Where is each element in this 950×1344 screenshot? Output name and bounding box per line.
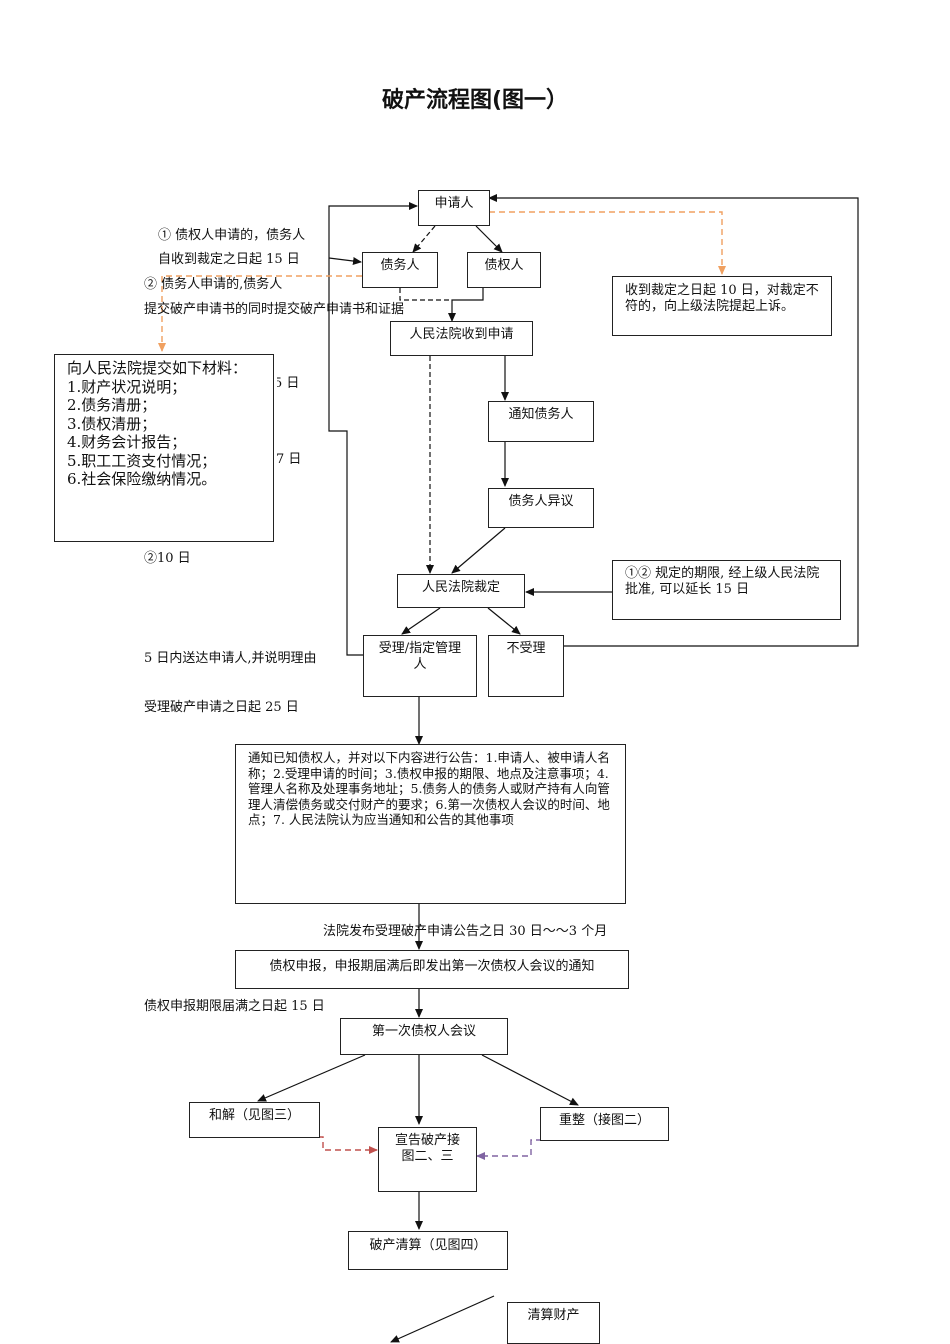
- note-thirty-days: 法院发布受理破产申请公告之日 30 日～～3 个月: [323, 924, 608, 939]
- extend-box: ①② 规定的期限, 经上级人民法院批准, 可以延长 15 日: [612, 560, 841, 620]
- materials-item: 5.职工工资支付情况；: [67, 451, 217, 470]
- page-title: 破产流程图(图一）: [381, 88, 569, 113]
- claim-filing-box: 债权申报，申报期届满后即发出第一次债权人会议的通知: [235, 950, 629, 989]
- materials-item: 1.财产状况说明；: [67, 377, 187, 396]
- materials-item: 3.债权清册；: [67, 414, 157, 433]
- note-debtor-apply-2: 提交破产申请书的同时提交破产申请书和证据: [144, 302, 405, 317]
- creditor-box: 债权人: [467, 252, 541, 288]
- accept-box: 受理/指定管理人: [363, 635, 477, 697]
- materials-item: 4.财务会计报告；: [67, 433, 187, 451]
- materials-item: 6.社会保险缴纳情况。: [67, 470, 217, 488]
- notify-debtor-box: 通知债务人: [488, 401, 594, 442]
- liquidation-box: 破产清算（见图四）: [348, 1231, 508, 1270]
- materials-heading: 向人民法院提交如下材料：: [67, 359, 248, 377]
- reject-box: 不受理: [488, 635, 564, 697]
- note-hidden-5-days: 5 日: [274, 376, 300, 391]
- debtor-objection-box: 债务人异议: [488, 488, 594, 528]
- note-twenty-five-days: 受理破产申请之日起 25 日: [144, 700, 299, 715]
- court-receive-box: 人民法院收到申请: [390, 321, 533, 356]
- note-ten-days: ②10 日: [144, 551, 191, 566]
- note-creditor-apply-1: ① 债权人申请的，债务人: [158, 228, 306, 243]
- note-five-days-notice: 5 日内送达申请人,并说明理由: [144, 651, 317, 666]
- materials-box: 向人民法院提交如下材料： 1.财产状况说明； 2.债务清册； 3.债权清册； 4…: [54, 354, 274, 542]
- settlement-box: 和解（见图三）: [189, 1102, 320, 1138]
- note-fifteen-days: 债权申报期限届满之日起 15 日: [144, 999, 325, 1014]
- appeal-box: 收到裁定之日起 10 日，对裁定不符的，向上级法院提起上诉。: [612, 276, 832, 336]
- notice-box: 通知已知债权人，并对以下内容进行公告：1.申请人、被申请人名称；2.受理申请的时…: [235, 744, 626, 904]
- debtor-box: 债务人: [362, 252, 438, 288]
- applicant-box: 申请人: [418, 190, 490, 226]
- clear-assets-box: 清算财产: [507, 1302, 600, 1344]
- materials-item: 2.债务清册；: [67, 396, 157, 414]
- note-debtor-apply-1: ② 债务人申请的,债务人: [144, 277, 283, 292]
- first-meeting-box: 第一次债权人会议: [340, 1018, 508, 1055]
- declare-bankruptcy-box: 宣告破产接图二、三: [378, 1127, 477, 1192]
- court-ruling-box: 人民法院裁定: [397, 574, 525, 608]
- reorganization-box: 重整（接图二）: [540, 1107, 669, 1141]
- note-creditor-apply-2: 自收到裁定之日起 15 日: [158, 252, 300, 267]
- note-hidden-7-days: 7 日: [276, 452, 302, 467]
